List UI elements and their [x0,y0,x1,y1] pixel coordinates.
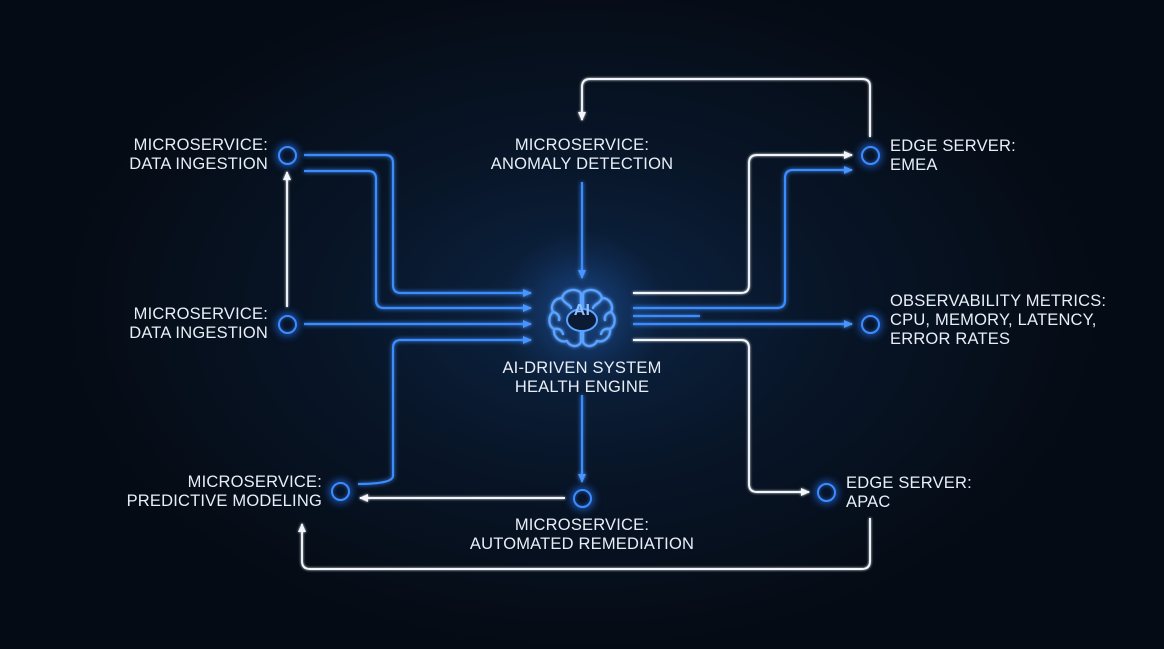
engine-title-line1: AI-DRIVEN SYSTEM [502,359,662,377]
label-ingestion-top: MICROSERVICE: DATA INGESTION [68,136,268,174]
node-apac[interactable] [816,482,836,502]
engine-title: AI-DRIVEN SYSTEM HEALTH ENGINE [462,359,702,397]
brain-icon [548,288,616,348]
wire-ingestion-top-lower [304,169,532,312]
engine-brain [544,282,620,358]
label-ingestion-mid-line1: MICROSERVICE: [133,305,268,323]
node-ingestion-top[interactable] [277,145,297,165]
label-anomaly-line1: MICROSERVICE: [514,136,650,154]
wire-apac [633,339,810,496]
label-ingestion-top-line2: DATA INGESTION [129,155,268,173]
label-anomaly-line2: ANOMALY DETECTION [490,155,674,173]
label-emea-line2: EMEA [890,156,938,174]
label-observability: OBSERVABILITY METRICS: CPU, MEMORY, LATE… [890,292,1150,349]
node-remediation[interactable] [572,488,592,508]
label-ingestion-mid: MICROSERVICE: DATA INGESTION [68,305,268,343]
label-remediation: MICROSERVICE: AUTOMATED REMEDIATION [432,516,732,554]
label-predictive-line1: MICROSERVICE: [187,473,322,491]
label-anomaly: MICROSERVICE: ANOMALY DETECTION [452,136,712,174]
node-emea[interactable] [860,145,880,165]
wire-apac-to-predictive [298,518,871,570]
wire-predictive [357,336,532,486]
label-emea: EDGE SERVER: EMEA [890,137,1090,175]
node-predictive[interactable] [330,481,350,501]
label-apac: EDGE SERVER: APAC [846,474,1046,512]
wire-ingestion-top-upper [304,153,532,297]
node-observability[interactable] [860,314,880,334]
label-predictive: MICROSERVICE: PREDICTIVE MODELING [62,473,322,511]
label-ingestion-mid-line2: DATA INGESTION [129,324,268,342]
engine-title-line2: HEALTH ENGINE [514,378,650,396]
engine-badge: AI [573,302,591,319]
label-observability-line3: ERROR RATES [890,330,1011,348]
label-observability-line1: OBSERVABILITY METRICS: [890,292,1107,310]
label-observability-line2: CPU, MEMORY, LATENCY, [890,311,1097,329]
label-emea-line1: EDGE SERVER: [890,137,1016,155]
label-apac-line1: EDGE SERVER: [846,474,972,492]
wire-emea-lower [633,166,853,310]
wire-emea-upper [633,151,853,294]
label-ingestion-top-line1: MICROSERVICE: [133,136,268,154]
label-remediation-line1: MICROSERVICE: [514,516,650,534]
wire-emea-to-anomaly [578,78,871,137]
label-predictive-line2: PREDICTIVE MODELING [126,492,322,510]
node-ingestion-mid[interactable] [277,314,297,334]
label-remediation-line2: AUTOMATED REMEDIATION [469,535,695,553]
label-apac-line2: APAC [846,493,891,511]
